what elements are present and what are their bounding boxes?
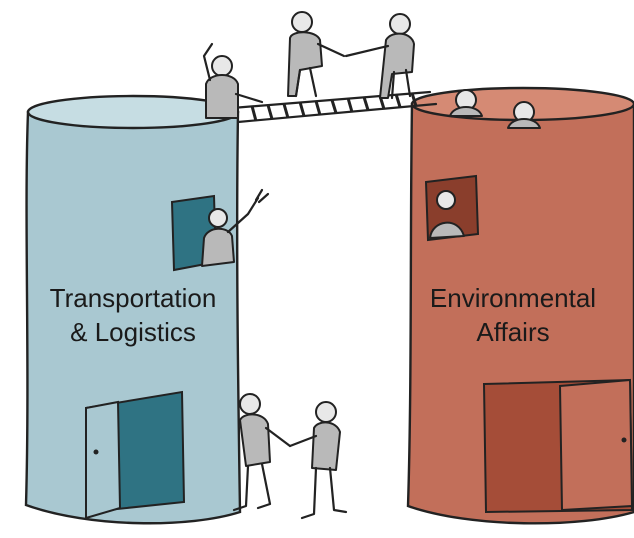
left-silo: Transportation & Logistics	[24, 94, 270, 525]
right-silo: Environmental Affairs	[406, 86, 634, 525]
left-silo-door	[85, 400, 122, 520]
right-silo-door	[558, 378, 634, 512]
right-silo-label-line2: Affairs	[476, 317, 549, 347]
handshake-icon	[287, 11, 415, 100]
window-person-icon	[429, 190, 465, 239]
right-silo-label-line1: Environmental	[430, 283, 596, 313]
waving-person-icon	[201, 188, 270, 267]
left-silo-label-line2: & Logistics	[70, 317, 196, 347]
waving-person-on-rim-icon	[202, 42, 264, 119]
peeking-people	[449, 89, 541, 129]
left-silo-label-line1: Transportation	[50, 283, 217, 313]
ground-handshake-icon	[232, 393, 348, 520]
plank-bridge-icon	[230, 90, 438, 124]
